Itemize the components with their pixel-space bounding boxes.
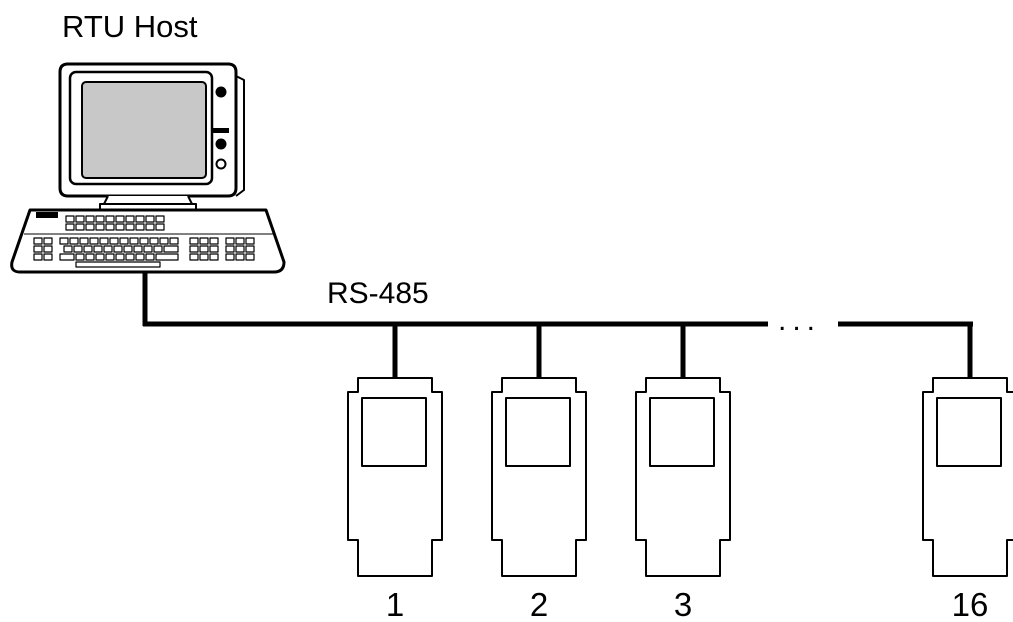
bus-label: RS-485 xyxy=(327,277,429,310)
device-label-1: 1 xyxy=(386,586,404,622)
device-label-2: 2 xyxy=(530,586,548,622)
host-label: RTU Host xyxy=(62,9,198,44)
device-label-16: 16 xyxy=(952,586,989,622)
device-label-3: 3 xyxy=(674,586,692,622)
drive-unit-icon xyxy=(922,377,1013,577)
bus-ellipsis: ... xyxy=(778,304,821,337)
computer-terminal-icon xyxy=(10,62,286,274)
drive-unit-icon xyxy=(491,377,587,577)
drive-unit-icon xyxy=(347,377,443,577)
drive-unit-icon xyxy=(635,377,731,577)
